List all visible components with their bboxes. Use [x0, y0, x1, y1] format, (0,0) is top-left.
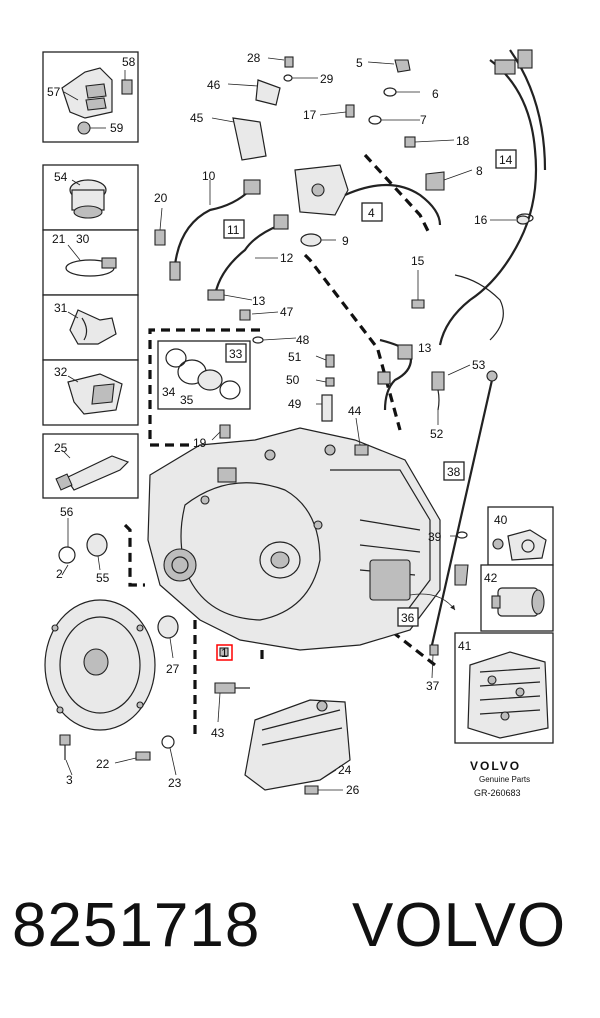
- label-38: 38: [447, 465, 461, 479]
- label-7: 7: [420, 113, 427, 127]
- label-48: 48: [296, 333, 310, 347]
- label-32: 32: [54, 365, 68, 379]
- label-11: 11: [227, 223, 240, 237]
- brand-name: VOLVO: [352, 891, 567, 960]
- label-54: 54: [54, 170, 68, 184]
- label-57: 57: [47, 85, 61, 99]
- label-47: 47: [280, 305, 294, 319]
- inset-box-57-59: [42, 51, 139, 143]
- label-12: 12: [280, 251, 294, 265]
- label-2: 2: [56, 567, 63, 581]
- label-37: 37: [426, 679, 440, 693]
- label-40: 40: [494, 513, 508, 527]
- label-3: 3: [66, 773, 73, 787]
- label-39: 39: [428, 530, 442, 544]
- inset-box-41: [454, 632, 554, 744]
- label-1: 1: [221, 646, 228, 660]
- label-51: 51: [288, 350, 302, 364]
- label-4: 4: [368, 206, 375, 220]
- label-29: 29: [320, 72, 334, 86]
- label-box-11: [223, 219, 245, 239]
- label-18: 18: [456, 134, 470, 148]
- part-number: 8251718: [12, 891, 261, 960]
- label-25: 25: [54, 441, 68, 455]
- label-55: 55: [96, 571, 110, 585]
- dipstick: [430, 370, 498, 646]
- label-53: 53: [472, 358, 486, 372]
- seal-55: [86, 533, 108, 557]
- exploded-parts-diagram: 28 5 46 29 6 45 17 7 18 14 10 8 20 4 16 …: [42, 49, 554, 798]
- label-17: 17: [303, 108, 317, 122]
- label-31: 31: [54, 301, 68, 315]
- label-13: 13: [252, 294, 266, 308]
- label-22: 22: [96, 757, 110, 771]
- label-19: 19: [193, 436, 207, 450]
- label-6: 6: [432, 87, 439, 101]
- label-56: 56: [60, 505, 74, 519]
- leader-lines: [61, 57, 516, 791]
- label-34: 34: [162, 385, 176, 399]
- label-52: 52: [430, 427, 444, 441]
- inset-box-32: [42, 359, 139, 426]
- label-9: 9: [342, 234, 349, 248]
- label-box-33: [225, 343, 247, 363]
- inset-box-25: [42, 433, 139, 499]
- brand-sub: Genuine Parts: [479, 775, 530, 784]
- label-27: 27: [166, 662, 180, 676]
- inset-box-21-30: [42, 229, 139, 296]
- label-42: 42: [484, 571, 498, 585]
- label-49: 49: [288, 397, 302, 411]
- label-26: 26: [346, 783, 360, 797]
- part-labels: 28 5 46 29 6 45 17 7 18 14 10 8 20 4 16 …: [47, 51, 513, 797]
- label-46: 46: [207, 78, 221, 92]
- label-44: 44: [348, 404, 362, 418]
- brand-ref: GR-260683: [474, 788, 521, 798]
- inset-box-54: [42, 164, 139, 231]
- brand-logo: VOLVO: [470, 759, 521, 773]
- transmission-housing: [147, 427, 441, 651]
- oil-pan: [244, 699, 351, 791]
- label-36: 36: [401, 611, 415, 625]
- label-30: 30: [76, 232, 90, 246]
- label-10: 10: [202, 169, 216, 183]
- label-59: 59: [110, 121, 124, 135]
- label-box-36: [397, 607, 419, 627]
- label-41: 41: [458, 639, 472, 653]
- label-box-14: [495, 149, 517, 169]
- label-box-38: [443, 461, 465, 481]
- torque-converter: [44, 599, 156, 731]
- label-box-4: [361, 202, 383, 222]
- label-8: 8: [476, 164, 483, 178]
- label-13b: 13: [418, 341, 432, 355]
- label-45: 45: [190, 111, 204, 125]
- pins-47-51: [252, 336, 335, 422]
- label-15: 15: [411, 254, 425, 268]
- highlight-part-1: [216, 644, 233, 661]
- inset-box-42: [480, 564, 554, 632]
- label-24: 24: [338, 763, 352, 777]
- label-16: 16: [474, 213, 488, 227]
- label-50: 50: [286, 373, 300, 387]
- label-28: 28: [247, 51, 261, 65]
- label-35: 35: [180, 393, 194, 407]
- seal-27: [157, 615, 179, 639]
- brand-block: VOLVO Genuine Parts GR-260683: [470, 759, 530, 798]
- top-components: [169, 49, 547, 411]
- bolts: [59, 229, 439, 795]
- label-58: 58: [122, 55, 136, 69]
- inset-box-40: [487, 506, 554, 566]
- label-20: 20: [154, 191, 168, 205]
- label-21: 21: [52, 232, 66, 246]
- label-23: 23: [168, 776, 182, 790]
- label-33: 33: [229, 347, 243, 361]
- seal-56: [58, 546, 76, 564]
- label-43: 43: [211, 726, 225, 740]
- label-5: 5: [356, 56, 363, 70]
- label-14: 14: [499, 153, 513, 167]
- footer: 8251718 VOLVO: [0, 870, 600, 1000]
